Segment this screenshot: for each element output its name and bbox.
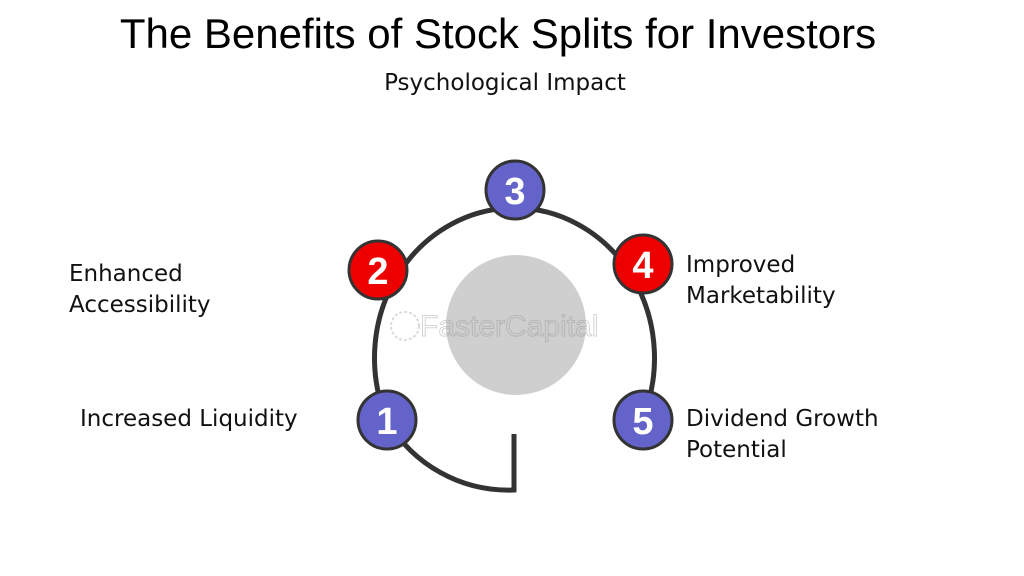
center-circle bbox=[446, 255, 586, 395]
diagram-title: The Benefits of Stock Splits for Investo… bbox=[119, 10, 877, 57]
watermark-logo: FasterCapital bbox=[390, 310, 599, 344]
watermark-text: FasterCapital bbox=[420, 310, 598, 343]
svg-text:4: 4 bbox=[632, 245, 653, 287]
svg-text:3: 3 bbox=[504, 171, 525, 213]
node-4: 4 bbox=[612, 233, 674, 295]
node-5: 5 bbox=[612, 389, 674, 451]
svg-text:2: 2 bbox=[367, 251, 388, 293]
cycle-arc bbox=[372, 205, 657, 493]
node-3-label: Psychological Impact bbox=[384, 70, 626, 96]
node-1-label: Increased Liquidity bbox=[80, 406, 298, 432]
node-2: 2 bbox=[347, 239, 409, 301]
node-3: 3 bbox=[484, 159, 546, 221]
svg-text:5: 5 bbox=[632, 401, 653, 443]
svg-text:1: 1 bbox=[376, 401, 397, 443]
node-1: 1 bbox=[356, 389, 418, 451]
